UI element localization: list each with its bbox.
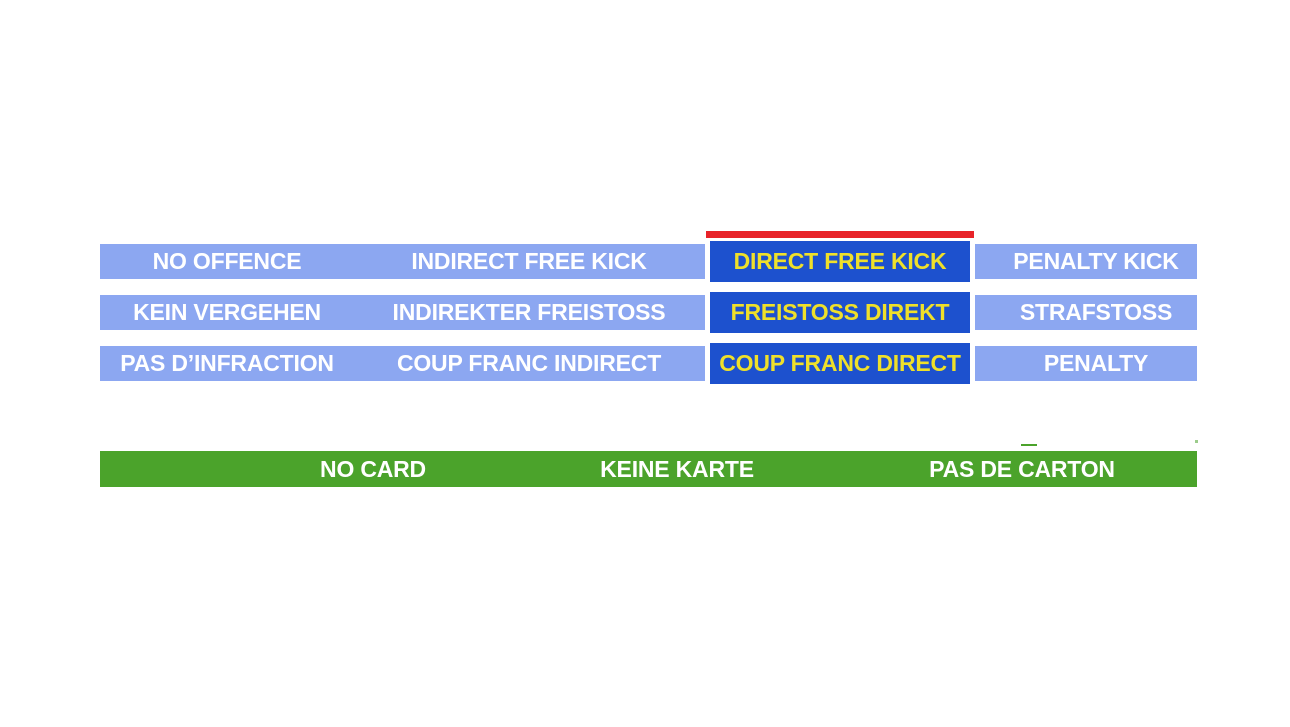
green-dash-artifact bbox=[1021, 444, 1037, 446]
option-kein-vergehen[interactable]: KEIN VERGEHEN bbox=[133, 299, 321, 325]
option-indirekter-freistoss[interactable]: INDIREKTER FREISTOSS bbox=[392, 299, 666, 325]
option-indirect-free-kick[interactable]: INDIRECT FREE KICK bbox=[411, 248, 647, 274]
selected-option-label: FREISTOSS DIREKT bbox=[730, 299, 950, 325]
card-option-no-card[interactable]: NO CARD bbox=[320, 455, 426, 482]
card-option-keine-karte[interactable]: KEINE KARTE bbox=[600, 455, 754, 482]
no-card-bar: NO CARD KEINE KARTE PAS DE CARTON bbox=[100, 451, 1197, 487]
answer-row-german: KEIN VERGEHEN INDIREKTER FREISTOSS STRAF… bbox=[100, 292, 1197, 333]
option-penalty[interactable]: PENALTY bbox=[1043, 350, 1149, 376]
option-freistoss-direkt-selected[interactable]: FREISTOSS DIREKT bbox=[705, 292, 975, 333]
option-pas-dinfraction[interactable]: PAS D’INFRACTION bbox=[120, 350, 334, 376]
option-penalty-kick[interactable]: PENALTY KICK bbox=[1013, 248, 1179, 274]
answer-row-french: PAS D’INFRACTION COUP FRANC INDIRECT PEN… bbox=[100, 343, 1197, 384]
selected-option-label: COUP FRANC DIRECT bbox=[719, 350, 961, 376]
option-coup-franc-indirect[interactable]: COUP FRANC INDIRECT bbox=[396, 350, 662, 376]
selected-option-label: DIRECT FREE KICK bbox=[733, 248, 947, 274]
option-direct-free-kick-selected[interactable]: DIRECT FREE KICK bbox=[705, 241, 975, 282]
option-strafstoss[interactable]: STRAFSTOSS bbox=[1019, 299, 1173, 325]
green-dot-artifact bbox=[1195, 440, 1198, 443]
option-no-offence[interactable]: NO OFFENCE bbox=[152, 248, 302, 274]
card-option-pas-de-carton[interactable]: PAS DE CARTON bbox=[929, 455, 1115, 482]
answer-row-english: NO OFFENCE INDIRECT FREE KICK PENALTY KI… bbox=[100, 241, 1197, 282]
selected-column-marker bbox=[706, 231, 974, 238]
option-coup-franc-direct-selected[interactable]: COUP FRANC DIRECT bbox=[705, 343, 975, 384]
